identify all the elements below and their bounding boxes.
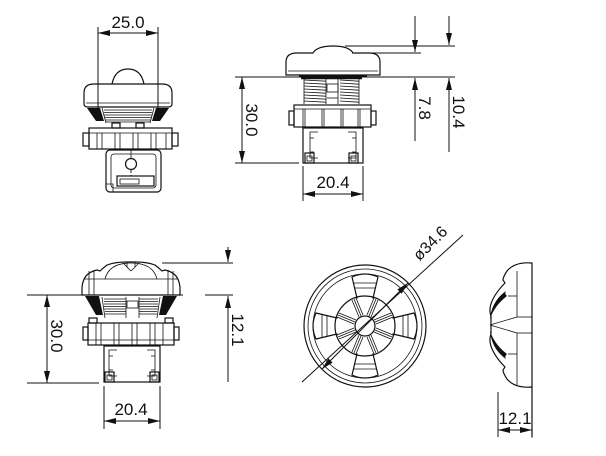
dim-label-cap-height: 12.1 — [498, 409, 531, 428]
mounting-nut — [82, 322, 180, 346]
switch-body — [302, 127, 364, 164]
cap-outline — [83, 68, 173, 121]
dim-label-cap-diameter: ø34.6 — [410, 223, 451, 264]
cap-outline — [285, 45, 381, 78]
thread-lines — [301, 76, 362, 104]
scalloped-cap-outline — [81, 261, 181, 315]
dim-label-cap-width: 25.0 — [111, 13, 144, 32]
dim-label-mount-depth: 30.0 — [47, 319, 66, 352]
cap-profile-outline — [489, 262, 533, 388]
thread-lines — [88, 296, 174, 324]
view-side-domed-button: 30.0 20.4 7.8 10.4 — [235, 16, 468, 201]
cap-outer-rim — [303, 264, 427, 388]
dimension-cap-width: 25.0 — [97, 13, 159, 108]
view-top-scalloped-cap: ø34.6 — [301, 223, 464, 388]
thread-lines — [101, 107, 155, 129]
cap-hub — [334, 295, 396, 357]
mounting-nut — [288, 104, 377, 128]
cap-tabs — [312, 273, 418, 379]
dimension-body-width: 20.4 — [103, 386, 161, 429]
mounting-nut — [82, 127, 179, 150]
dimension-mount-depth: 30.0 — [235, 77, 299, 164]
dim-label-cap-height: 12.1 — [228, 313, 247, 346]
view-front-domed-button: 25.0 — [82, 13, 179, 193]
dim-label-rim-height: 7.8 — [415, 96, 434, 120]
dimension-body-width: 20.4 — [302, 166, 364, 201]
dimension-cap-height: 10.4 — [345, 16, 468, 152]
dimension-cap-diameter: ø34.6 — [301, 223, 464, 383]
dim-label-body-width: 20.4 — [316, 173, 349, 192]
view-front-scalloped-button: 30.0 20.4 12.1 — [27, 247, 247, 429]
dim-label-mount-depth: 30.0 — [242, 103, 261, 136]
dimension-cap-height: 12.1 — [497, 392, 532, 437]
dimension-cap-height: 12.1 — [162, 247, 247, 382]
switch-body — [103, 345, 161, 383]
dimension-rim-height: 7.8 — [352, 16, 434, 141]
dim-label-body-width: 20.4 — [114, 400, 147, 419]
dimension-mount-depth: 30.0 — [27, 295, 99, 384]
switch-body — [105, 149, 162, 193]
hub-spokes — [336, 297, 394, 355]
dim-label-cap-height: 10.4 — [449, 95, 468, 128]
cap-center — [354, 315, 376, 337]
view-profile-scalloped-cap: 12.1 — [489, 262, 533, 438]
